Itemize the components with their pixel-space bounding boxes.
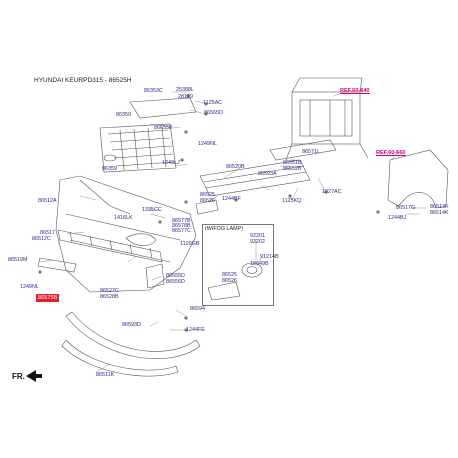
part-label[interactable]: 92202: [250, 239, 265, 245]
bumper-beam: [199, 159, 311, 197]
upper-cover-panel: [129, 97, 197, 119]
part-label[interactable]: 86517: [40, 230, 55, 236]
part-label[interactable]: 86578B: [172, 223, 191, 229]
part-label[interactable]: 28199: [178, 94, 193, 100]
fog-lamp-bezel: [145, 199, 241, 301]
part-label[interactable]: 86593D: [122, 322, 141, 328]
part-label[interactable]: 86551B: [283, 160, 302, 166]
part-label[interactable]: 1249NL: [198, 141, 217, 147]
lower-lip-spoiler: [61, 311, 201, 377]
diagram-title: HYUNDAI KEURPD315 - 86525H: [34, 77, 132, 84]
part-label[interactable]: 86594: [190, 306, 205, 312]
part-label[interactable]: 1416LK: [114, 215, 133, 221]
part-label[interactable]: 86655E: [154, 125, 173, 131]
part-label[interactable]: 86577C: [172, 228, 191, 234]
part-label[interactable]: 86593A: [258, 171, 277, 177]
part-label[interactable]: 86514K: [430, 210, 449, 216]
part-label[interactable]: 86511K: [96, 372, 115, 378]
front-label: FR.: [12, 372, 25, 381]
part-label[interactable]: 86359: [102, 166, 117, 172]
leader-lines: [39, 89, 426, 373]
ref-link-fender[interactable]: REF.60-660: [376, 150, 406, 156]
fasteners: [38, 94, 380, 332]
fog-lamp-unit: [241, 262, 263, 278]
part-label[interactable]: 86353C: [144, 88, 163, 94]
radiator-support-frame: [285, 77, 369, 161]
front-direction-arrow: [26, 370, 42, 382]
part-label[interactable]: 1244BJ: [388, 215, 407, 221]
part-label[interactable]: 1327AC: [322, 189, 342, 195]
part-label[interactable]: 1335CC: [142, 207, 162, 213]
lower-grille: [57, 229, 163, 263]
part-label[interactable]: 86565D: [204, 110, 223, 116]
part-label[interactable]: 86525: [222, 272, 237, 278]
part-label[interactable]: 86526: [222, 278, 237, 284]
part-label[interactable]: 86577B: [172, 218, 191, 224]
part-label[interactable]: 86552B: [283, 166, 302, 172]
part-label[interactable]: 1125AC: [203, 100, 223, 106]
part-label[interactable]: 1244FE: [186, 327, 205, 333]
part-label[interactable]: 86527C: [100, 288, 119, 294]
part-label[interactable]: 1249NL: [20, 284, 39, 290]
part-label[interactable]: 86555D: [166, 273, 185, 279]
part-label[interactable]: 1249LJ: [162, 160, 180, 166]
part-label[interactable]: 86519M: [8, 257, 28, 263]
part-label[interactable]: 1125KQ: [282, 198, 302, 204]
bracket-assembly: [269, 139, 337, 161]
part-label[interactable]: 86571L: [302, 149, 320, 155]
side-garnish-left: [37, 257, 77, 273]
part-label[interactable]: 86513K: [430, 204, 449, 210]
part-label[interactable]: 86512C: [32, 236, 51, 242]
part-label[interactable]: 18649B: [250, 261, 269, 267]
part-label[interactable]: 86350: [116, 112, 131, 118]
fog-lamp-group-box: [202, 224, 274, 306]
fog-lamp-group-label: (W/FOG LAMP): [205, 226, 244, 232]
part-label[interactable]: 86525: [200, 192, 215, 198]
part-label[interactable]: 86526: [200, 198, 215, 204]
part-label[interactable]: 86528B: [100, 294, 119, 300]
part-label[interactable]: 86512A: [38, 198, 57, 204]
part-label[interactable]: 86556D: [166, 279, 185, 285]
radiator-grille: [99, 123, 177, 173]
part-label[interactable]: 91214B: [260, 254, 279, 260]
part-label[interactable]: 86520B: [226, 164, 245, 170]
ref-link-radiator[interactable]: REF.60-640: [340, 88, 370, 94]
front-fender: [387, 149, 449, 209]
part-label[interactable]: 92201: [250, 233, 265, 239]
part-label[interactable]: 25388L: [176, 87, 194, 93]
highlighted-part-label[interactable]: 86575B: [36, 294, 60, 302]
part-label[interactable]: 86517G: [396, 205, 416, 211]
front-bumper-cover: [55, 175, 197, 293]
part-label[interactable]: 1244BF: [222, 196, 241, 202]
part-label[interactable]: 1129GB: [180, 241, 200, 247]
